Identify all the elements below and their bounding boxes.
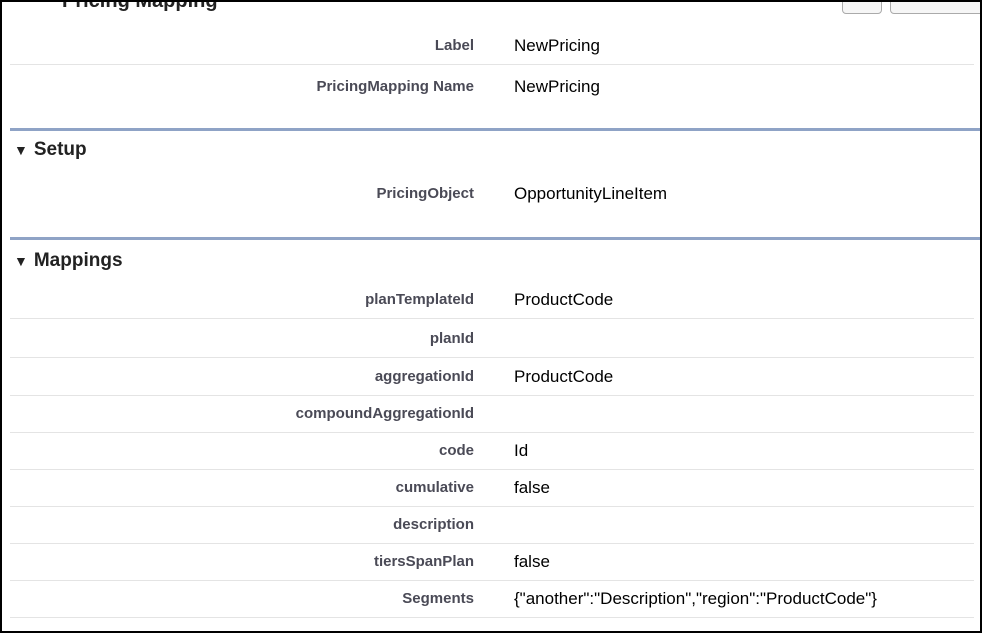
edit-button[interactable] — [842, 2, 882, 14]
section-title: Setup — [33, 139, 87, 160]
field-label: description — [393, 516, 474, 533]
field-row: code Id — [10, 433, 974, 470]
triangle-down-icon[interactable]: ▼ — [14, 142, 28, 158]
field-row: Segments {"another":"Description","region… — [10, 581, 974, 618]
field-label: code — [438, 442, 474, 459]
field-row: cumulative false — [10, 470, 974, 507]
field-label: aggregationId — [374, 368, 474, 385]
field-value: Id — [514, 441, 529, 460]
field-label: tiersSpanPlan — [373, 553, 474, 570]
field-row: planId — [10, 321, 974, 358]
field-value: ProductCode — [514, 290, 614, 309]
section-divider — [10, 128, 980, 131]
section-header-mappings[interactable]: ▼ Mappings — [14, 250, 123, 272]
section-title: Mappings — [33, 250, 123, 271]
delete-button[interactable] — [890, 2, 980, 14]
field-row: PricingObject OpportunityLineItem — [10, 176, 974, 212]
field-value: {"another":"Description","region":"Produ… — [514, 589, 877, 608]
field-label: PricingMapping Name — [316, 78, 474, 95]
field-value: NewPricing — [514, 36, 600, 55]
triangle-down-icon[interactable]: ▼ — [14, 253, 28, 269]
section-divider — [10, 237, 980, 240]
field-row: planTemplateId ProductCode — [10, 282, 974, 319]
field-value: false — [514, 552, 550, 571]
field-label: cumulative — [395, 479, 474, 496]
field-value: OpportunityLineItem — [514, 184, 668, 203]
field-value: NewPricing — [514, 77, 600, 96]
section-header-setup[interactable]: ▼ Setup — [14, 139, 87, 161]
field-row-label: Label NewPricing — [10, 28, 974, 65]
field-row: description — [10, 507, 974, 544]
page-title: Pricing Mapping — [62, 0, 218, 12]
field-row: tiersSpanPlan false — [10, 544, 974, 581]
field-label: planId — [429, 330, 474, 347]
field-row-name: PricingMapping Name NewPricing — [10, 69, 974, 105]
field-label: planTemplateId — [365, 291, 474, 308]
field-row: compoundAggregationId — [10, 396, 974, 433]
field-value: ProductCode — [514, 367, 614, 386]
field-value: false — [514, 478, 550, 497]
field-label: PricingObject — [376, 185, 474, 202]
field-label: Segments — [402, 590, 474, 607]
field-label: Label — [434, 37, 474, 54]
field-row: aggregationId ProductCode — [10, 359, 974, 396]
field-label: compoundAggregationId — [295, 405, 474, 422]
